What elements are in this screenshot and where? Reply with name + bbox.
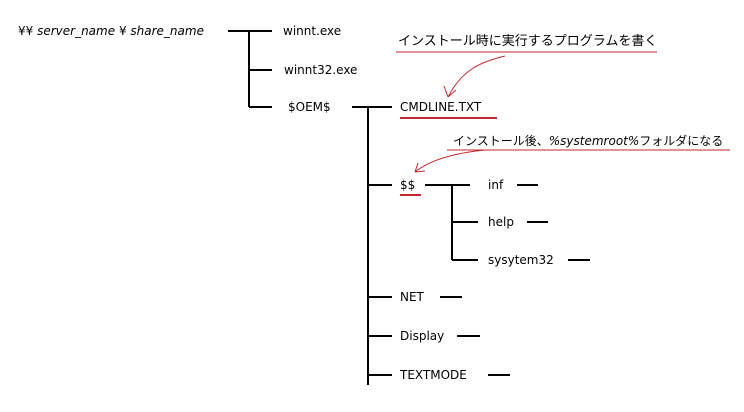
node-dollar-dollar: $$ <box>400 178 416 192</box>
annotation-cmdline: インストール時に実行するプログラムを書く <box>398 34 658 49</box>
node-display: Display <box>400 329 445 343</box>
node-help: help <box>488 215 514 229</box>
node-textmode: TEXTMODE <box>400 368 467 382</box>
node-cmdline-txt: CMDLINE.TXT <box>400 100 482 114</box>
node-winnt-exe: winnt.exe <box>283 24 342 38</box>
node-oem: $OEM$ <box>288 100 331 114</box>
node-net: NET <box>400 290 424 304</box>
node-system32: sysytem32 <box>488 253 554 267</box>
root-share-path: ¥¥ server_name ¥ share_name <box>18 24 204 38</box>
node-winnt32-exe: winnt32.exe <box>284 63 358 77</box>
node-inf: inf <box>488 178 504 192</box>
annotation-dollar: インストール後、%systemroot%フォルダになる <box>453 134 724 148</box>
